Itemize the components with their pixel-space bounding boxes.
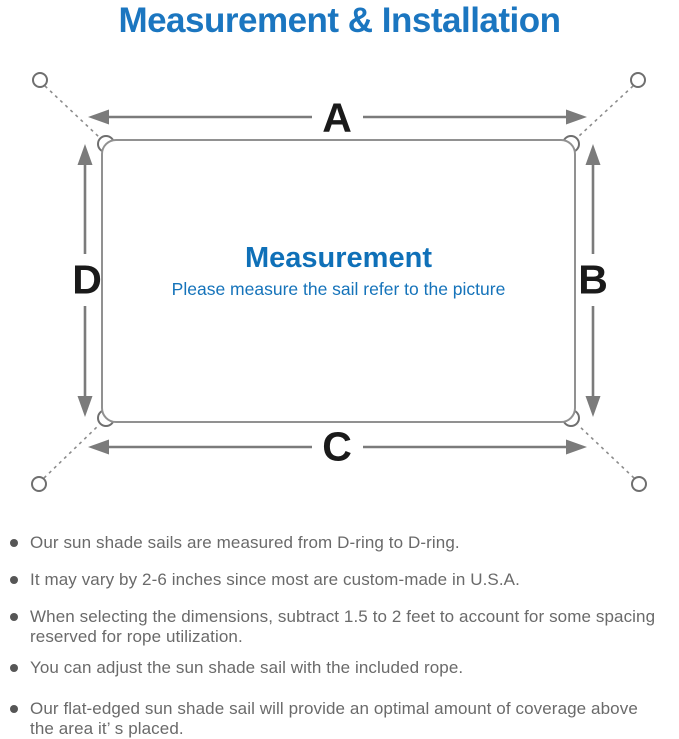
diagram-center-subtitle: Please measure the sail refer to the pic… <box>171 279 506 299</box>
page-title: Measurement & Installation <box>118 1 561 40</box>
note-text: Our sun shade sails are measured from D-… <box>30 533 460 552</box>
arrow-dimension-c <box>88 439 587 455</box>
note-text: Our flat-edged sun shade sail will provi… <box>30 699 638 738</box>
anchor-ring-bottom-left-icon <box>31 476 47 492</box>
dimension-label-a: A <box>322 94 352 141</box>
dimension-label-c: C <box>322 423 352 470</box>
diagram-center-heading: Measurement <box>245 242 432 274</box>
dashed-line-top-right <box>577 85 634 138</box>
bullet-icon <box>10 705 18 713</box>
bullet-icon <box>10 539 18 547</box>
arrow-dimension-b <box>585 144 601 417</box>
note-item: Our flat-edged sun shade sail will provi… <box>10 699 675 739</box>
dimension-label-b: B <box>578 256 608 303</box>
arrow-dimension-d <box>77 144 93 417</box>
note-item: When selecting the dimensions, subtract … <box>10 607 675 647</box>
dimension-label-d: D <box>72 256 102 303</box>
note-text: It may vary by 2-6 inches since most are… <box>30 570 520 589</box>
dashed-line-bottom-left <box>43 424 100 479</box>
anchor-ring-top-left-icon <box>32 72 48 88</box>
bullet-icon <box>10 576 18 584</box>
arrow-dimension-a <box>88 109 587 125</box>
dashed-line-bottom-right <box>577 424 635 479</box>
bullet-icon <box>10 613 18 621</box>
dashed-line-top-left <box>44 85 100 138</box>
note-text: You can adjust the sun shade sail with t… <box>30 658 464 677</box>
note-item: Our sun shade sails are measured from D-… <box>10 533 675 553</box>
anchor-ring-bottom-right-icon <box>631 476 647 492</box>
note-text: When selecting the dimensions, subtract … <box>30 607 656 646</box>
measurement-diagram <box>31 72 647 492</box>
sail-outline <box>101 139 576 423</box>
note-item: It may vary by 2-6 inches since most are… <box>10 570 675 590</box>
note-item: You can adjust the sun shade sail with t… <box>10 658 675 678</box>
bullet-icon <box>10 664 18 672</box>
anchor-ring-top-right-icon <box>630 72 646 88</box>
